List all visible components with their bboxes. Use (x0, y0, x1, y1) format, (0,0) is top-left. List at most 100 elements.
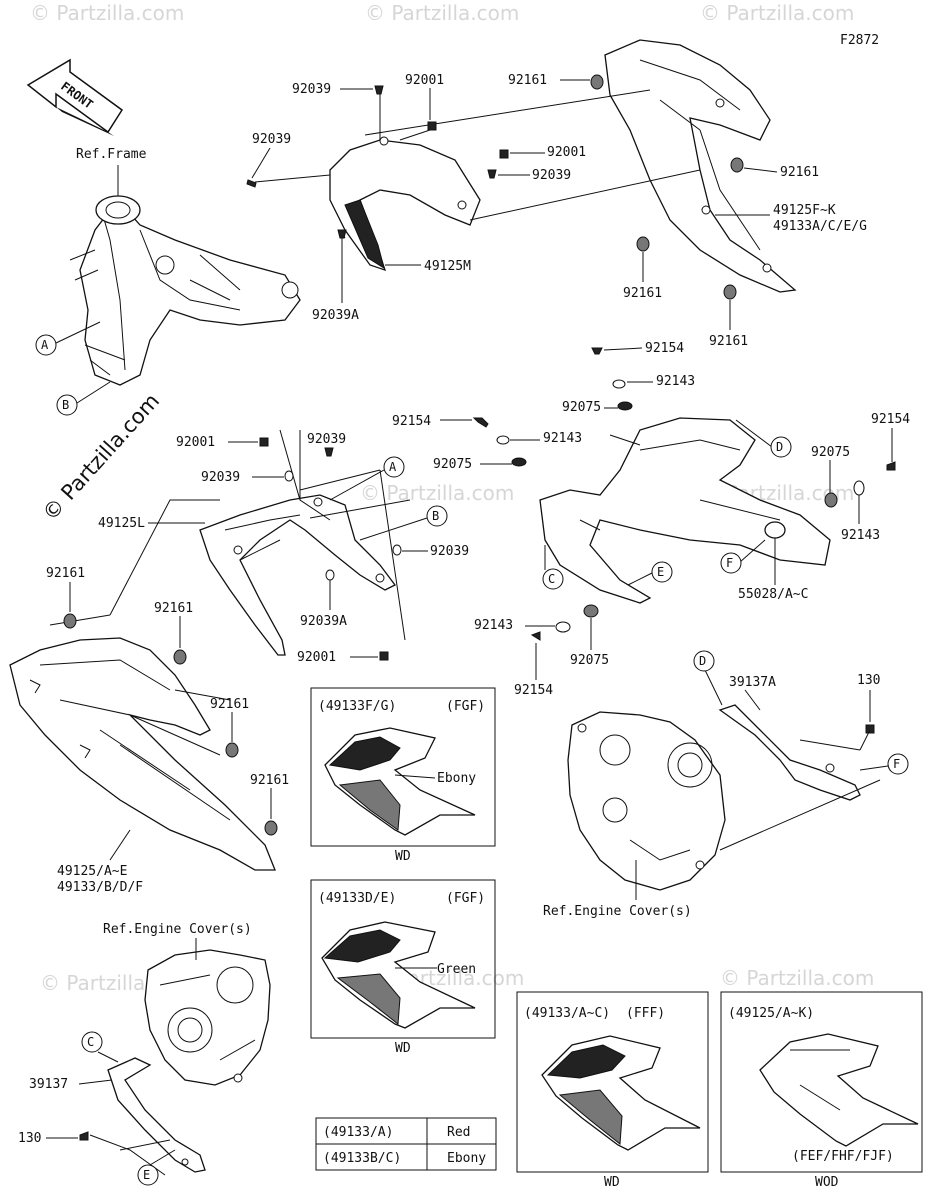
part-label: 39137 (29, 1077, 68, 1092)
part-label: 92075 (570, 653, 609, 668)
part-label: 92161 (780, 165, 819, 180)
part-label: 92143 (543, 431, 582, 446)
part-label: 92154 (392, 414, 431, 429)
inset-color-code: (FFF) (626, 1006, 665, 1021)
watermark: © Partzilla.com (365, 1, 519, 25)
part-label: 92154 (871, 412, 910, 427)
fastener-icons-2 (259, 437, 402, 661)
front-arrow-icon: FRONT (26, 58, 124, 136)
part-label: 92001 (176, 435, 215, 450)
watermark: © Partzilla.com (700, 1, 854, 25)
part-label: 92039 (201, 470, 240, 485)
part-label: 92039A (300, 614, 347, 629)
figure-code: F2872 (840, 33, 879, 48)
side-cowl-49125AE (9, 637, 276, 871)
table-cell: (49133B/C) (323, 1151, 401, 1166)
part-label: 92161 (154, 601, 193, 616)
inset-color-code: (FEF/FHF/FJF) (792, 1149, 894, 1164)
callout-c (542, 568, 564, 590)
callout-b2 (426, 505, 448, 527)
part-label: 55028/A~C (738, 587, 808, 602)
part-label: 49133A/C/E/G (773, 219, 867, 234)
callout-d (770, 436, 792, 458)
callout-b2-label: B (432, 509, 439, 523)
part-label: 92154 (514, 683, 553, 698)
part-label: 92039 (252, 132, 291, 147)
inner-cowl-49125L (199, 494, 396, 656)
inset-49133DE: (49133D/E) (FGF) Green WD (310, 879, 496, 1056)
inset-footer: WD (395, 849, 411, 864)
side-watermark: © Partzilla.com (38, 389, 164, 525)
inset-color-code: (FGF) (446, 699, 485, 714)
callout-f2-label: F (893, 757, 900, 771)
callout-b (56, 394, 78, 416)
part-label: 92161 (210, 697, 249, 712)
part-label: 39137A (729, 675, 776, 690)
inset-code: (49125/A~K) (728, 1006, 814, 1021)
callout-c-label: C (548, 572, 555, 586)
callout-e2 (137, 1164, 159, 1186)
callout-e-label: E (657, 565, 664, 579)
part-label: 92143 (656, 374, 695, 389)
part-label: 130 (18, 1131, 41, 1146)
inset-code: (49133D/E) (318, 891, 396, 906)
table-cell: Red (447, 1125, 470, 1140)
callout-f-label: F (726, 556, 733, 570)
callout-d-label: D (776, 440, 783, 454)
part-label: 92161 (709, 334, 748, 349)
callout-e2-label: E (143, 1168, 150, 1182)
under-cowl-55028 (539, 417, 831, 604)
inset-code: (49133/A~C) (524, 1006, 610, 1021)
callout-c2 (81, 1031, 103, 1053)
callout-a2-label: A (389, 460, 397, 474)
part-label: 92001 (297, 650, 336, 665)
callout-b-label: B (62, 398, 69, 412)
callout-f2 (887, 753, 909, 775)
inset-49133FG: (49133F/G) (FGF) Ebony WD (310, 687, 496, 864)
frame-drawing: Ref.Frame (69, 147, 301, 386)
part-label: 92075 (811, 445, 850, 460)
ref-frame-label: Ref.Frame (76, 147, 147, 162)
inset-footer: WD (395, 1041, 411, 1056)
color-table: (49133/A) Red (49133B/C) Ebony (315, 1117, 497, 1171)
inset-color-code: (FGF) (446, 891, 485, 906)
part-label: 49133/B/D/F (57, 880, 143, 895)
inset-code: (49133F/G) (318, 699, 396, 714)
watermark: © Partzilla.com (360, 481, 514, 505)
part-label: 49125M (424, 259, 471, 274)
part-label: 49125F~K (773, 203, 836, 218)
inset-49133AC: (49133/A~C) (FFF) WD (516, 991, 709, 1190)
part-label: 92039A (312, 308, 359, 323)
callout-a-label: A (41, 338, 49, 352)
inset-footer: WD (604, 1175, 620, 1190)
part-label: 92154 (645, 341, 684, 356)
watermark: © Partzilla.com (720, 966, 874, 990)
cowl-49125M (329, 136, 481, 272)
part-label: 92001 (547, 145, 586, 160)
screw-icon (246, 85, 509, 239)
bracket-39137A (718, 704, 861, 801)
part-label: 92161 (508, 73, 547, 88)
part-label: 92075 (562, 400, 601, 415)
watermark: © Partzilla.com (30, 1, 184, 25)
part-label: 92161 (46, 566, 85, 581)
part-label: 130 (857, 673, 880, 688)
callout-e (651, 561, 673, 583)
engine-cover-right (567, 711, 726, 891)
bolt-130-icon (79, 1131, 89, 1141)
bracket-39137 (107, 1057, 206, 1173)
table-cell: Ebony (447, 1151, 486, 1166)
ref-engine-cover-right-label: Ref.Engine Cover(s) (543, 904, 692, 919)
table-cell: (49133/A) (323, 1125, 393, 1140)
part-label: 92143 (474, 618, 513, 633)
part-label: 92039 (307, 432, 346, 447)
callout-c2-label: C (87, 1035, 94, 1049)
part-label: 92143 (841, 528, 880, 543)
ref-engine-cover-left-label: Ref.Engine Cover(s) (103, 922, 252, 937)
callout-d2-label: D (699, 654, 706, 668)
inset-49125AK: (49125/A~K) (FEF/FHF/FJF) WOD (720, 991, 923, 1190)
part-label: 49125/A~E (57, 864, 127, 879)
side-cowl-49125FK (604, 39, 797, 293)
part-label: 92039 (532, 168, 571, 183)
inset-color: Green (437, 962, 476, 977)
